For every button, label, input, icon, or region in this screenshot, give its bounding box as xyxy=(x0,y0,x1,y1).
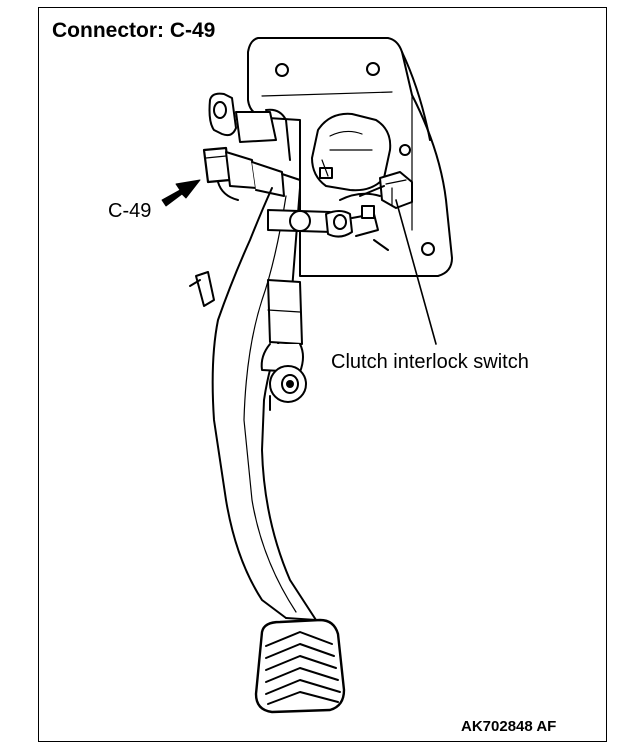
pin-assembly xyxy=(267,209,389,251)
connector-c49 xyxy=(202,146,301,201)
connector-arrow xyxy=(161,179,201,207)
connector-callout: C-49 xyxy=(108,200,152,222)
figure-title: Connector: C-49 xyxy=(52,19,216,42)
lower-body xyxy=(260,279,307,411)
switch-leader-line xyxy=(395,199,437,345)
switch-callout: Clutch interlock switch xyxy=(331,351,529,373)
pedal-pad xyxy=(254,618,346,714)
clutch-interlock-switch xyxy=(359,171,413,219)
figure-code: AK702848 AF xyxy=(461,718,557,735)
side-bracket xyxy=(189,271,215,307)
figure-frame xyxy=(38,7,607,742)
hinge-tab xyxy=(208,92,291,161)
pivot-housing xyxy=(311,112,392,201)
